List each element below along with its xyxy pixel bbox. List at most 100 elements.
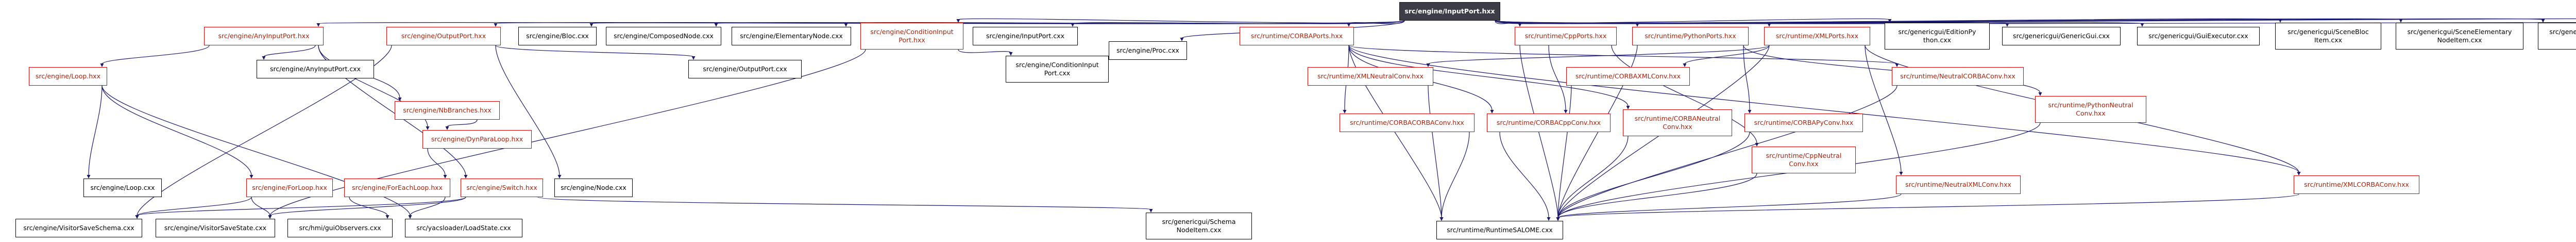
- graph-node-engine-VisitorSaveSchema-cxx[interactable]: src/engine/VisitorSaveSchema.cxx: [15, 219, 142, 237]
- graph-node-engine-Switch-hxx[interactable]: src/engine/Switch.hxx: [461, 179, 543, 197]
- graph-node-engine-Loop-hxx[interactable]: src/engine/Loop.hxx: [29, 67, 107, 86]
- graph-node-engine-OutputPort-cxx[interactable]: src/engine/OutputPort.cxx: [688, 60, 802, 78]
- graph-node-runtime-XMLNeutralConv-hxx[interactable]: src/runtime/XMLNeutralConv.hxx: [1308, 67, 1433, 86]
- include-edge: [137, 197, 466, 216]
- graph-node-engine-ComposedNode-cxx[interactable]: src/engine/ComposedNode.cxx: [606, 27, 721, 45]
- edge-arrowhead: [87, 175, 91, 179]
- graph-node-label: src/engine/ConditionInput: [1015, 60, 1099, 69]
- edge-arrowhead: [445, 126, 449, 130]
- graph-node-label: NodeItem.cxx: [2437, 36, 2482, 44]
- graph-node-runtime-CppPorts-hxx[interactable]: src/runtime/CppPorts.hxx: [1515, 27, 1617, 45]
- graph-node-hmi-guiObservers-cxx[interactable]: src/hmi/guiObservers.cxx: [287, 219, 393, 237]
- graph-node-label: src/runtime/CORBAPorts.hxx: [1250, 31, 1343, 40]
- graph-node-label: src/genericgui/EditionPy: [1898, 27, 1976, 36]
- graph-node-label: Conv.hxx: [2076, 109, 2106, 117]
- graph-node-genericgui-GenericGui-cxx[interactable]: src/genericgui/GenericGui.cxx: [2002, 27, 2121, 45]
- graph-node-label: src/engine/ConditionInput: [870, 27, 954, 36]
- edge-arrowhead: [1895, 63, 1899, 67]
- graph-node-engine-OutputPort-hxx[interactable]: src/engine/OutputPort.hxx: [386, 27, 501, 45]
- edge-arrowhead: [408, 215, 412, 219]
- edge-arrowhead: [262, 56, 266, 60]
- graph-node-label: src/engine/ComposedNode.cxx: [614, 31, 714, 40]
- graph-node-label: src/runtime/XMLNeutralConv.hxx: [1317, 72, 1423, 80]
- graph-node-engine-Bloc-cxx[interactable]: src/engine/Bloc.cxx: [518, 27, 597, 45]
- graph-node-engine-InputPort-hxx[interactable]: src/engine/InputPort.hxx: [1399, 2, 1500, 21]
- include-edge: [1519, 45, 1558, 218]
- edge-arrowhead: [2399, 19, 2403, 23]
- graph-node-runtime-NeutralCORBAConv-hxx[interactable]: src/runtime/NeutralCORBAConv.hxx: [1892, 67, 2024, 86]
- graph-node-runtime-XMLCORBAConv-hxx[interactable]: src/runtime/XMLCORBAConv.hxx: [2294, 175, 2419, 194]
- graph-node-engine-AnyInputPort-hxx[interactable]: src/engine/AnyInputPort.hxx: [204, 27, 324, 45]
- graph-node-label: src/runtime/PythonPorts.hxx: [1645, 31, 1736, 40]
- edge-arrowhead: [2297, 172, 2301, 175]
- graph-node-genericgui-GuiExecutor-cxx[interactable]: src/genericgui/GuiExecutor.cxx: [2137, 27, 2260, 45]
- graph-node-runtime-CORBAPorts-hxx[interactable]: src/runtime/CORBAPorts.hxx: [1240, 27, 1354, 45]
- edge-arrowhead: [1767, 23, 1771, 27]
- graph-node-runtime-CORBAPyConv-hxx[interactable]: src/runtime/CORBAPyConv.hxx: [1744, 114, 1863, 132]
- graph-node-label: src/engine/InputPort.cxx: [986, 31, 1065, 40]
- graph-node-engine-ForEachLoop-hxx[interactable]: src/engine/ForEachLoop.hxx: [344, 179, 450, 197]
- edge-arrowhead: [1547, 217, 1551, 221]
- edge-arrowhead: [2005, 23, 2009, 27]
- graph-node-label: src/genericgui/SceneElementary: [2407, 27, 2512, 36]
- include-edge: [1348, 45, 1897, 64]
- graph-node-runtime-PythonPorts-hxx[interactable]: src/runtime/PythonPorts.hxx: [1632, 27, 1749, 45]
- graph-node-runtime-RuntimeSALOME-cxx[interactable]: src/runtime/RuntimeSALOME.cxx: [1436, 221, 1563, 239]
- edge-arrowhead: [2140, 23, 2144, 27]
- graph-node-genericgui-SchemaInPortItem-cxx[interactable]: src/genericgui/SchemaInPortItem.cxx: [2538, 23, 2576, 50]
- graph-node-label: src/runtime/XMLCORBAConv.hxx: [2304, 180, 2409, 188]
- edge-arrowhead: [956, 19, 960, 23]
- include-edge: [427, 148, 446, 176]
- graph-node-label: src/engine/Switch.hxx: [466, 183, 537, 191]
- graph-node-runtime-NeutralXMLConv-hxx[interactable]: src/runtime/NeutralXMLConv.hxx: [1896, 175, 2021, 194]
- graph-node-engine-Node-cxx[interactable]: src/engine/Node.cxx: [554, 179, 633, 197]
- include-edge: [1348, 45, 1629, 107]
- edge-arrowhead: [844, 23, 848, 27]
- graph-node-engine-AnyInputPort-cxx[interactable]: src/engine/AnyInputPort.cxx: [257, 60, 374, 78]
- include-edge: [1428, 45, 1770, 64]
- graph-node-engine-InputPort-cxx[interactable]: src/engine/InputPort.cxx: [973, 27, 1078, 45]
- include-edge: [251, 197, 270, 216]
- graph-node-runtime-CORBAXMLConv-hxx[interactable]: src/runtime/CORBAXMLConv.hxx: [1566, 67, 1690, 86]
- graph-node-runtime-XMLPorts-hxx[interactable]: src/runtime/XMLPorts.hxx: [1764, 27, 1870, 45]
- graph-node-yacsloader-LoadState-cxx[interactable]: src/yacsloader/LoadState.cxx: [405, 219, 522, 237]
- include-edge: [1557, 85, 1572, 218]
- graph-node-label: src/engine/Proc.cxx: [1116, 46, 1179, 54]
- graph-node-label: src/genericgui/Schema: [1162, 217, 1236, 225]
- edge-arrowhead: [2541, 19, 2545, 23]
- graph-node-engine-DynParaLoop-hxx[interactable]: src/engine/DynParaLoop.hxx: [422, 130, 532, 149]
- graph-node-label: src/genericgui/SceneBloc: [2287, 27, 2369, 36]
- graph-node-label: Conv.hxx: [1789, 160, 1819, 168]
- edge-arrowhead: [557, 175, 562, 179]
- graph-node-runtime-CORBACORBAConv-hxx[interactable]: src/runtime/CORBACORBAConv.hxx: [1340, 114, 1475, 132]
- edge-arrowhead: [494, 23, 498, 27]
- graph-node-engine-ElementaryNode-cxx[interactable]: src/engine/ElementaryNode.cxx: [732, 27, 851, 45]
- graph-node-engine-NbBranches-hxx[interactable]: src/engine/NbBranches.hxx: [395, 101, 500, 120]
- graph-node-engine-Proc-cxx[interactable]: src/engine/Proc.cxx: [1109, 41, 1187, 60]
- graph-node-engine-VisitorSaveState-cxx[interactable]: src/engine/VisitorSaveState.cxx: [156, 219, 275, 237]
- include-edge: [410, 197, 446, 216]
- include-edge: [1495, 20, 2143, 24]
- graph-node-label: src/engine/Loop.hxx: [36, 72, 100, 80]
- graph-node-engine-Loop-cxx[interactable]: src/engine/Loop.cxx: [83, 179, 162, 197]
- include-edge: [101, 45, 210, 64]
- edge-arrowhead: [2038, 92, 2042, 96]
- graph-node-runtime-CORBACppConv-hxx[interactable]: src/runtime/CORBACppConv.hxx: [1487, 114, 1611, 132]
- graph-node-label: src/engine/Bloc.cxx: [526, 31, 589, 40]
- include-edge: [537, 197, 1151, 210]
- edge-arrowhead: [1490, 110, 1494, 114]
- include-edge: [137, 197, 252, 216]
- edge-arrowhead: [1635, 23, 1639, 27]
- edge-arrowhead: [268, 215, 272, 219]
- include-edge: [101, 85, 252, 176]
- graph-node-engine-ForLoop-hxx[interactable]: src/engine/ForLoop.hxx: [246, 179, 333, 197]
